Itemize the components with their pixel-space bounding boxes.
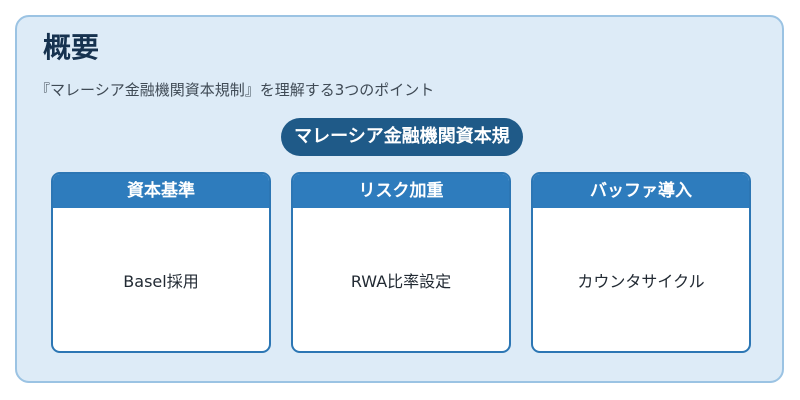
point-card-risk-weighting: リスク加重 RWA比率設定 xyxy=(291,172,511,353)
point-card-header: リスク加重 xyxy=(293,174,509,208)
point-card-capital-standard: 資本基準 Basel採用 xyxy=(51,172,271,353)
point-card-body: カウンタサイクル xyxy=(577,271,705,291)
point-card-header: 資本基準 xyxy=(53,174,269,208)
subtitle: 『マレーシア金融機関資本規制』を理解する3つのポイント xyxy=(35,81,435,99)
point-card-header: バッファ導入 xyxy=(533,174,749,208)
overview-panel: 概要 『マレーシア金融機関資本規制』を理解する3つのポイント マレーシア金融機関… xyxy=(15,15,784,383)
point-card-body: Basel採用 xyxy=(123,271,199,291)
point-card-buffer: バッファ導入 カウンタサイクル xyxy=(531,172,751,353)
page-title: 概要 xyxy=(43,31,100,64)
central-topic-node: マレーシア金融機関資本規 xyxy=(281,118,523,156)
point-card-body: RWA比率設定 xyxy=(350,271,452,291)
